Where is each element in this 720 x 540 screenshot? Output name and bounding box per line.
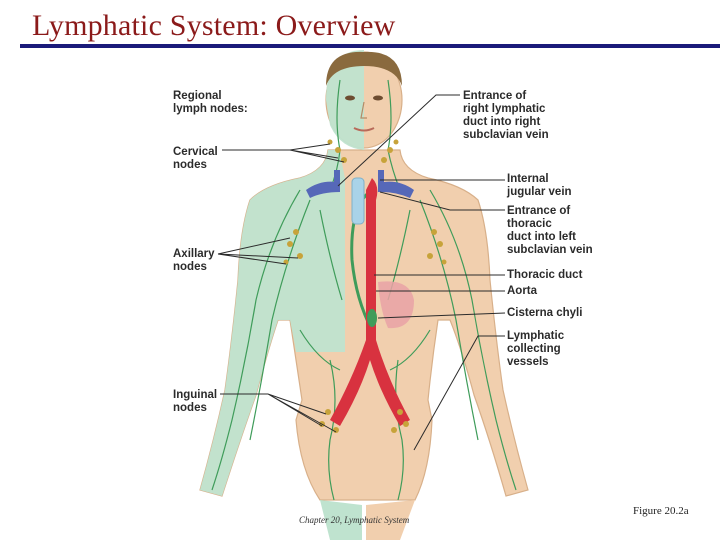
title-rule — [20, 44, 720, 48]
slide-title: Lymphatic System: Overview — [32, 9, 396, 42]
thoracic-duct-label: Thoracic duct — [507, 269, 583, 281]
regional-lymph-nodes-label: Regional lymph nodes: — [173, 90, 248, 115]
veins — [306, 170, 414, 198]
axillary-nodes-label: Axillary nodes — [173, 248, 215, 273]
inguinal-nodes-label: Inguinal nodes — [173, 389, 218, 414]
leader-lines — [217, 94, 506, 451]
body-figure — [199, 50, 529, 540]
thoracic-duct-entrance-label: Entrance of thoracic duct into left subc… — [507, 205, 593, 256]
lymph-nodes — [283, 139, 447, 433]
internal-jugular-vein-label: Internal jugular vein — [507, 173, 572, 198]
footer-figure: Figure 20.2a — [633, 505, 689, 517]
footer-chapter: Chapter 20, Lymphatic System — [299, 515, 410, 525]
aorta-label: Aorta — [507, 285, 538, 297]
cisterna-chyli-label: Cisterna chyli — [507, 307, 583, 319]
aorta — [330, 178, 410, 426]
cervical-nodes-label: Cervical nodes — [173, 146, 218, 171]
right-lymphatic-duct-label: Entrance of right lymphatic duct into ri… — [463, 90, 549, 141]
trachea — [351, 177, 365, 225]
cisterna-chyli — [367, 309, 377, 327]
lymphatic-collecting-vessels-label: Lymphatic collecting vessels — [507, 330, 565, 368]
